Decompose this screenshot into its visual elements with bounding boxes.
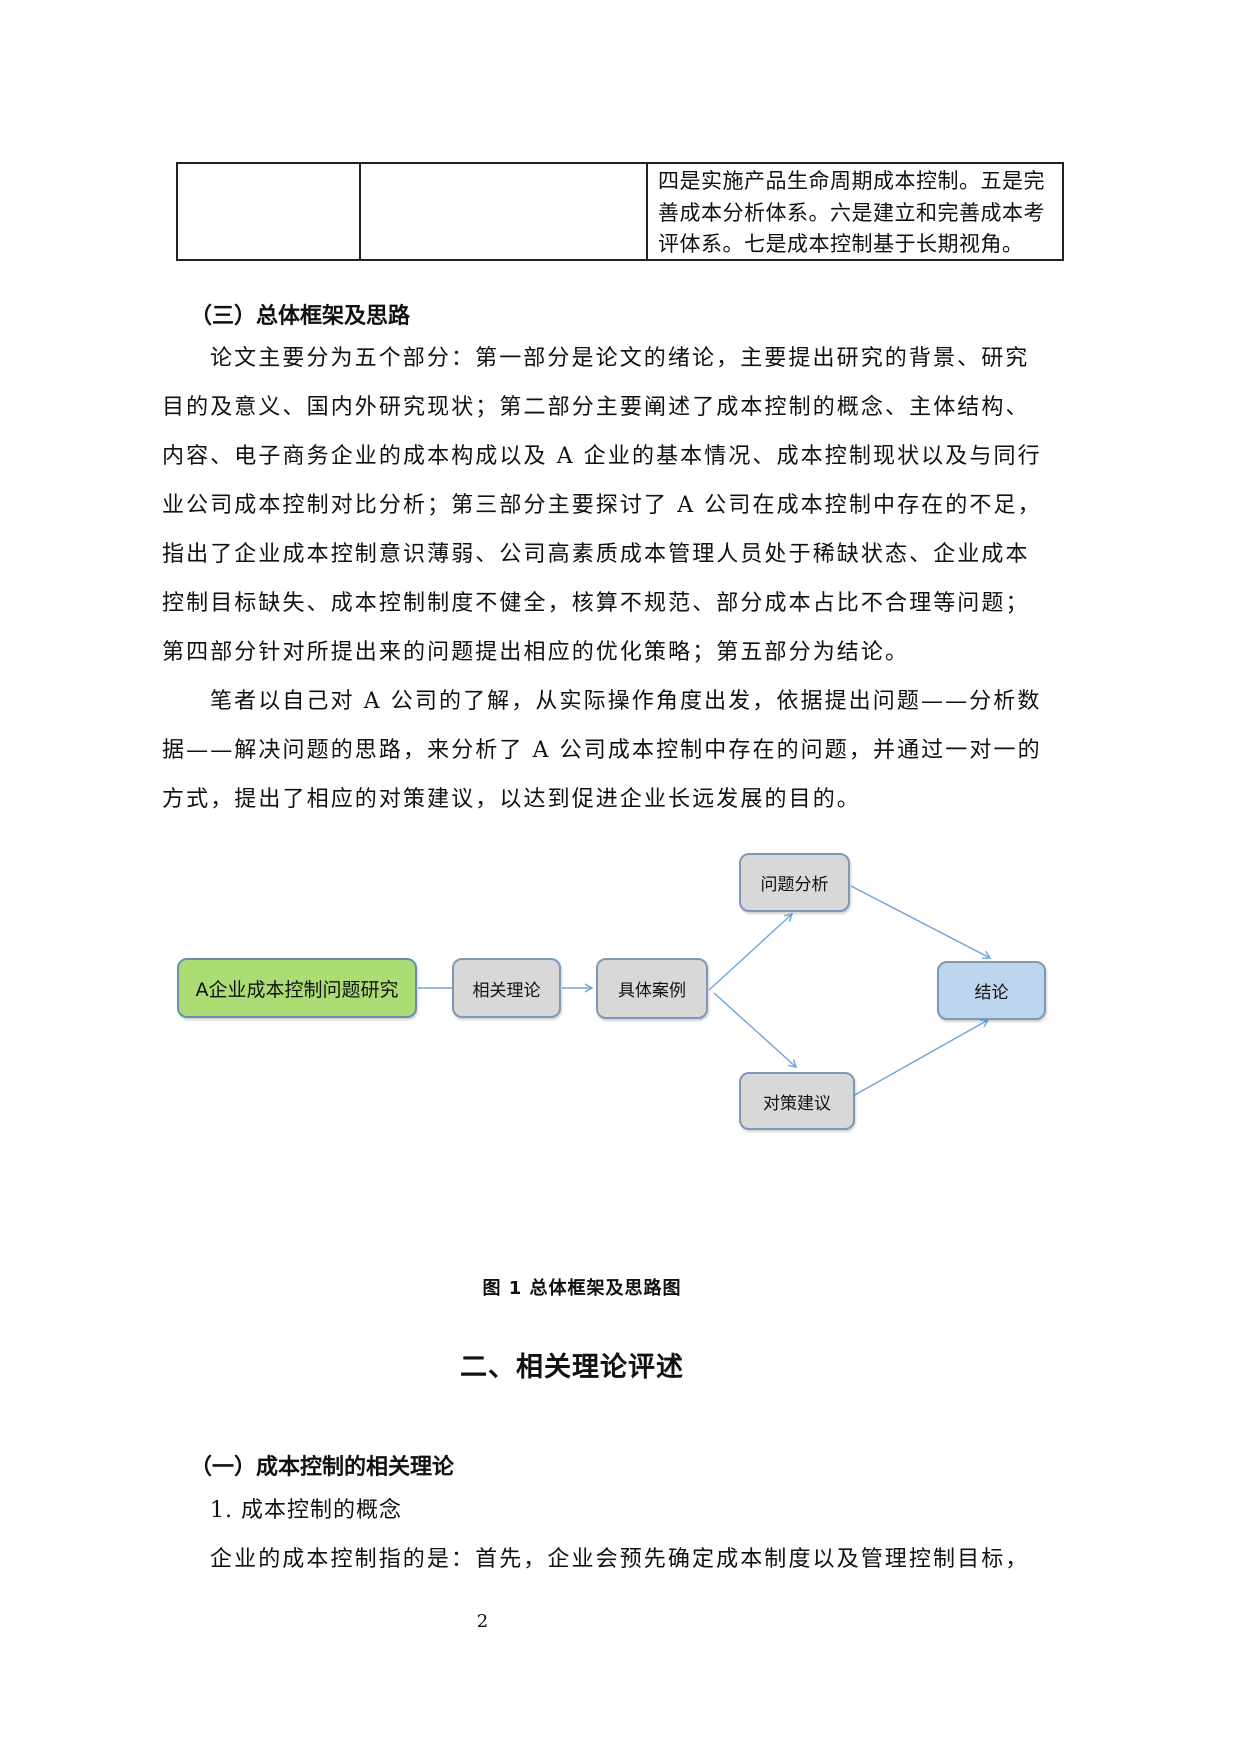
paragraph-line: 论文主要分为五个部分：第一部分是论文的绪论，主要提出研究的背景、研究 [210, 346, 1030, 371]
node-conclusion: 结论 [937, 961, 1046, 1020]
body-paragraph: 笔者以自己对 A 公司的了解，从实际操作角度出发，依据提出问题——分析数 据——… [162, 677, 1092, 824]
paragraph-line: 方式，提出了相应的对策建议，以达到促进企业长远发展的目的。 [162, 787, 861, 812]
arrow-case-to-suggestion [713, 992, 798, 1068]
paragraph-line: 目的及意义、国内外研究现状；第二部分主要阐述了成本控制的概念、主体结构、 [162, 395, 1030, 420]
table-fragment: 四是实施产品生命周期成本控制。五是完 善成本分析体系。六是建立和完善成本考 评体… [176, 162, 1064, 261]
chapter-heading: 二、相关理论评述 [460, 1352, 684, 1383]
page-number: 2 [476, 1611, 489, 1632]
paragraph-line: 第四部分针对所提出来的问题提出相应的优化策略；第五部分为结论。 [162, 640, 910, 665]
node-case-study: 具体案例 [596, 958, 708, 1019]
arrow-suggestion-to-conclusion [852, 1019, 990, 1097]
body-text: 企业的成本控制指的是：首先，企业会预先确定成本制度以及管理控制目标， [210, 1547, 1030, 1572]
paragraph-line: 内容、电子商务企业的成本构成以及 A 企业的基本情况、成本控制现状以及与同行 [162, 444, 1042, 469]
table-cell-line: 评体系。七是成本控制基于长期视角。 [658, 232, 1024, 256]
section-heading: （三）总体框架及思路 [190, 304, 411, 329]
figure-caption: 图 1 总体框架及思路图 [482, 1278, 682, 1299]
paragraph-line: 业公司成本控制对比分析；第三部分主要探讨了 A 公司在成本控制中存在的不足， [162, 493, 1042, 518]
table-cell-line: 善成本分析体系。六是建立和完善成本考 [658, 200, 1045, 225]
paragraph-line: 指出了企业成本控制意识薄弱、公司高素质成本管理人员处于稀缺状态、企业成本 [162, 542, 1030, 567]
paragraph-line: 据——解决问题的思路，来分析了 A 公司成本控制中存在的问题，并通过一对一的 [162, 738, 1042, 763]
table-cell-col2 [361, 164, 648, 259]
subsection-heading: （一）成本控制的相关理论 [190, 1455, 455, 1480]
node-countermeasures: 对策建议 [739, 1072, 855, 1130]
node-research-topic: A企业成本控制问题研究 [177, 958, 417, 1018]
table-cell-line: 四是实施产品生命周期成本控制。五是完 [658, 169, 1045, 193]
table-cell-col1 [178, 164, 361, 259]
node-related-theory: 相关理论 [452, 958, 561, 1018]
body-paragraph: 论文主要分为五个部分：第一部分是论文的绪论，主要提出研究的背景、研究 目的及意义… [162, 334, 1092, 677]
paragraph-line: 笔者以自己对 A 公司的了解，从实际操作角度出发，依据提出问题——分析数 [210, 689, 1042, 714]
table-cell-col3: 四是实施产品生命周期成本控制。五是完 善成本分析体系。六是建立和完善成本考 评体… [648, 164, 1062, 259]
node-problem-analysis: 问题分析 [739, 853, 850, 912]
arrow-analysis-to-conclusion [850, 885, 992, 960]
paragraph-line: 控制目标缺失、成本控制制度不健全，核算不规范、部分成本占比不合理等问题； [162, 591, 1030, 616]
item-heading: 1. 成本控制的概念 [210, 1498, 402, 1523]
arrow-case-to-analysis [708, 913, 794, 991]
